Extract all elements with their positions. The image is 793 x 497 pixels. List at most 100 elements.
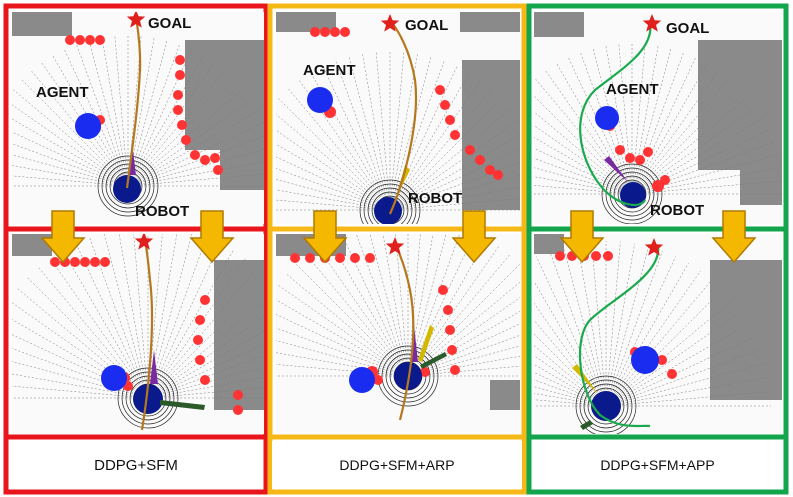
lidar-ray — [276, 314, 409, 377]
lidar-ray — [62, 250, 149, 399]
lidar-ray — [286, 87, 391, 211]
heading-arrow — [418, 325, 434, 362]
lidar-ray — [605, 336, 756, 407]
lidar-ray — [276, 96, 391, 211]
scene-ddpg-sfm-app-top — [534, 12, 782, 224]
lidar-ring — [583, 383, 629, 429]
lidar-ray — [127, 149, 264, 187]
lidar-ring — [363, 183, 417, 224]
lidar-ray — [591, 241, 607, 407]
lidar-ray — [88, 41, 129, 187]
lidar-ray — [605, 246, 649, 407]
agent-circle — [75, 113, 101, 139]
lidar-ray — [147, 366, 264, 399]
lidar-ring — [121, 371, 175, 425]
lidar-ray — [64, 49, 129, 187]
obstacle-wall — [12, 234, 52, 256]
robot-label: ROBOT — [650, 202, 704, 219]
lidar-ray — [12, 89, 129, 187]
trajectory-path — [140, 239, 154, 431]
lidar-ray — [605, 299, 733, 407]
lidar-ray — [534, 148, 633, 195]
lidar-ray — [12, 361, 149, 399]
lidar-ray — [389, 55, 432, 211]
lidar-ring — [385, 353, 431, 399]
lidar-ray — [276, 129, 391, 211]
scene-ddpg-sfm-bottom — [12, 234, 264, 434]
goal-label: GOAL — [666, 20, 709, 37]
lidar-ray — [389, 71, 471, 211]
lidar-ray — [12, 104, 129, 187]
frame-ddpg-sfm-arp — [267, 3, 527, 495]
trajectory-path — [579, 21, 652, 207]
inflation-dots — [290, 253, 460, 385]
goal-star — [642, 14, 662, 32]
lidar-ray — [631, 70, 719, 195]
goal-star — [126, 12, 146, 28]
lidar-ray — [356, 234, 409, 377]
lidar-ray — [76, 44, 129, 187]
lidar-ring — [359, 179, 421, 224]
inflation-dots — [50, 257, 243, 415]
lidar-ray — [147, 316, 264, 399]
lidar-ray — [605, 363, 766, 407]
lidar-ray — [147, 330, 264, 399]
lidar-ray — [534, 176, 633, 195]
agent-circle — [595, 106, 619, 130]
lidar-ray — [127, 55, 204, 187]
obstacle-wall — [185, 40, 264, 150]
caption-ddpg-sfm-arp: DDPG+SFM+ARP — [272, 441, 522, 489]
lidar-ray — [580, 52, 633, 195]
lidar-ray — [127, 136, 264, 187]
robot-circle — [591, 391, 621, 421]
obstacle-wall — [710, 260, 782, 400]
transition-arrow — [559, 210, 605, 264]
lidar-ray — [407, 334, 520, 377]
robot-label: ROBOT — [408, 190, 462, 207]
lidar-ray — [89, 238, 149, 399]
transition-arrow — [40, 210, 86, 264]
trajectory-path — [394, 243, 415, 421]
lidar-rings — [97, 155, 159, 217]
obstacle-wall — [460, 12, 520, 32]
lidar-ray — [407, 253, 512, 377]
lidar-ray — [276, 284, 409, 377]
lidar-ray — [389, 64, 458, 211]
transition-arrow — [302, 210, 348, 264]
lidar-ray — [577, 243, 607, 407]
lidar-ray — [276, 364, 409, 377]
lidar-ray — [534, 280, 607, 407]
lidar-ray — [12, 143, 129, 187]
lidar-ray — [407, 263, 520, 377]
lidar-ray — [276, 340, 409, 377]
lidar-ring — [587, 387, 625, 425]
lidar-ray — [127, 173, 264, 187]
lidar-ray — [389, 106, 513, 211]
scene-ddpg-sfm-arp-bottom — [276, 234, 520, 434]
lidar-ray — [12, 175, 129, 187]
lidar-ray — [118, 234, 149, 399]
lidar-ring — [601, 163, 663, 224]
lidar-ring — [617, 179, 647, 209]
lidar-ray — [361, 52, 391, 211]
lidar-ray — [389, 149, 520, 211]
lidar-ray — [31, 70, 129, 187]
inflation-dots — [310, 27, 503, 180]
lidar-ray — [127, 70, 225, 187]
lidar-ray — [38, 267, 149, 399]
lidar-ray — [147, 377, 264, 399]
goal-label: GOAL — [405, 17, 448, 34]
lidar-ray — [605, 270, 701, 407]
lidar-ray — [127, 122, 264, 187]
lidar-ray — [147, 250, 234, 399]
lidar-ray — [631, 63, 708, 195]
lidar-ray — [127, 44, 180, 187]
agent-label: AGENT — [606, 81, 659, 98]
goal-label: GOAL — [148, 15, 191, 32]
lidar-ray — [605, 377, 769, 407]
lidar-ring — [575, 375, 637, 434]
lidar-ray — [389, 96, 504, 211]
lidar-ray — [276, 299, 409, 377]
scene-ddpg-sfm-app-bottom — [534, 234, 782, 434]
lidar-ray — [605, 46, 633, 195]
